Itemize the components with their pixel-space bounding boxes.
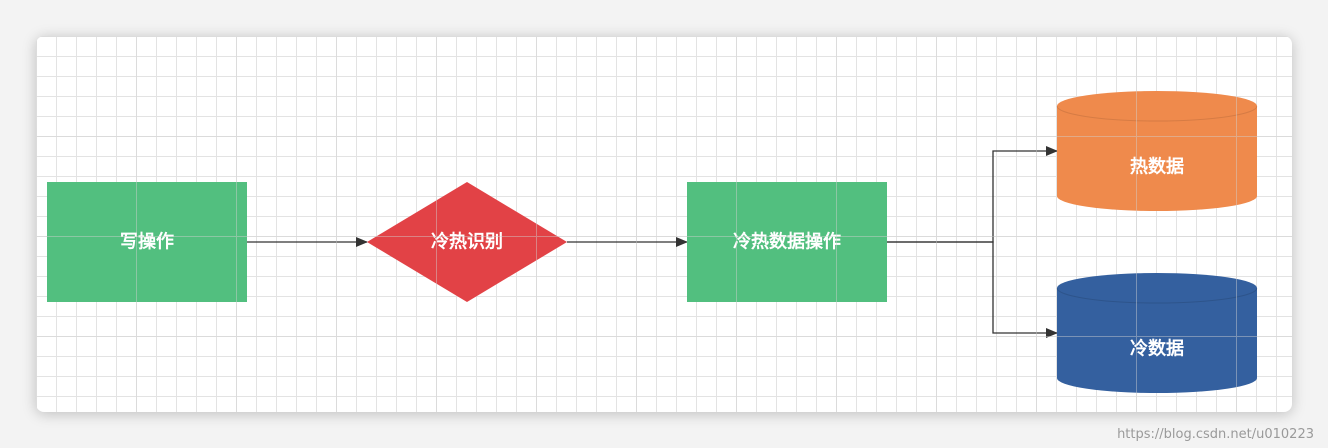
detection-label: 冷热识别: [431, 231, 503, 253]
node-write-operation[interactable]: 写操作: [47, 182, 247, 302]
node-cold-hot-data-operation[interactable]: 冷热数据操作: [687, 182, 887, 302]
data-operation-box: [687, 182, 887, 302]
edge-operate-to-cold: [887, 241, 1058, 338]
cold-data-label: 冷数据: [1130, 338, 1184, 360]
hot-data-label: 热数据: [1130, 156, 1184, 178]
detection-diamond: [367, 182, 567, 302]
write-operation-box: [47, 182, 247, 302]
hot-data-rim: [1056, 105, 1258, 122]
write-operation-label: 写操作: [120, 231, 174, 253]
hot-data-cylinder: [1057, 91, 1257, 211]
watermark-text: https://blog.csdn.net/u010223: [1117, 427, 1314, 442]
data-operation-label: 冷热数据操作: [733, 231, 841, 253]
edge-operate-to-hot: [887, 146, 1058, 243]
cold-data-cylinder: [1057, 273, 1257, 393]
node-cold-data[interactable]: 冷数据: [1056, 273, 1258, 393]
node-hot-data[interactable]: 热数据: [1056, 91, 1258, 211]
node-cold-hot-detection[interactable]: 冷热识别: [367, 182, 567, 302]
cold-data-rim: [1056, 287, 1258, 304]
diagram-canvas: 写操作 冷热识别 冷热数据操作 热数据 冷数据: [36, 36, 1292, 412]
flowchart: 写操作 冷热识别 冷热数据操作 热数据 冷数据: [47, 91, 1258, 393]
